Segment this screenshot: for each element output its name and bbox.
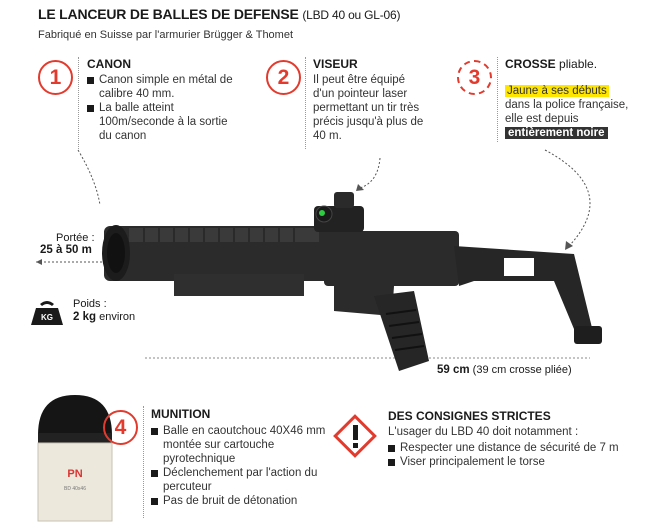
receiver [324, 231, 459, 286]
cartridge-case [37, 442, 113, 522]
canon-bullet: La balle atteint 100m/seconde à la sorti… [87, 101, 237, 143]
arrow-canon [77, 149, 101, 206]
consignes-intro: L'usager du LBD 40 doit notamment : [388, 426, 579, 438]
divider [143, 406, 144, 518]
viseur-text: Il peut être équipé d'un pointeur laser … [313, 74, 424, 142]
divider [305, 57, 306, 149]
number-badge-3: 3 [457, 60, 492, 95]
weight-icon: KG [31, 301, 63, 325]
warning-icon [333, 414, 377, 458]
canon-bullet: Canon simple en métal de calibre 40 mm. [87, 73, 237, 101]
divider [497, 57, 498, 142]
munition-bullet: Déclenchement par l'action du percuteur [151, 466, 333, 494]
consignes-bullets: Respecter une distance de sécurité de 7 … [388, 441, 658, 469]
munition-bullet: Balle en caoutchouc 40X46 mm montée sur … [151, 424, 333, 466]
cartridge-image: PN BD 40x46 [37, 395, 113, 522]
folding-stock [454, 246, 594, 341]
arrow-head [565, 241, 573, 250]
crosse-dark-label: entièrement noire [505, 127, 608, 139]
consignes-heading: DES CONSIGNES STRICTES [388, 409, 551, 423]
top-rail [129, 228, 319, 242]
poids-label: Poids : [73, 298, 107, 310]
number-badge-1: 1 [38, 60, 73, 95]
page-title-suffix: (LBD 40 ou GL-06) [302, 8, 401, 22]
crosse-heading-suffix: pliable. [559, 57, 598, 71]
length-note: (39 cm crosse pliée) [472, 364, 572, 376]
arrow-head [36, 259, 42, 265]
number-badge-2: 2 [266, 60, 301, 95]
crosse-heading: CROSSE pliable. [505, 57, 598, 71]
laser-dot-icon [319, 210, 325, 216]
page-title: LE LANCEUR DE BALLES DE DEFENSE (LBD 40 … [38, 6, 401, 22]
munition-bullet: Pas de bruit de détonation [151, 494, 333, 508]
munition-bullets: Balle en caoutchouc 40X46 mm montée sur … [151, 424, 333, 508]
consignes-bullet: Viser principalement le torse [388, 455, 658, 469]
kg-badge: KG [41, 313, 53, 322]
divider [78, 57, 79, 149]
arrow-head [356, 184, 364, 191]
canon-bullets: Canon simple en métal de calibre 40 mm. … [87, 73, 237, 143]
arrow-crosse [544, 149, 591, 246]
pistol-grip [374, 291, 429, 371]
portee-value: 25 à 50 m [40, 244, 92, 256]
viseur-heading: VISEUR [313, 57, 358, 71]
page-subtitle: Fabriqué en Suisse par l'armurier Brügge… [38, 29, 294, 41]
poids-suffix: environ [99, 311, 136, 323]
munition-heading: MUNITION [151, 407, 211, 421]
poids-value: 2 kg environ [73, 311, 136, 323]
butt-plate [574, 326, 602, 344]
rubber-bullet [38, 395, 112, 435]
lbd40-launcher-image [102, 192, 602, 371]
cartridge-sublabel: BD 40x46 [64, 486, 86, 492]
consignes-bullet: Respecter une distance de sécurité de 7 … [388, 441, 658, 455]
length-value: 59 cm (39 cm crosse pliée) [437, 364, 572, 376]
number-badge-4: 4 [103, 410, 138, 445]
crosse-text-block: Jaune à ses débuts dans la police frança… [505, 84, 637, 140]
arrow-viseur [359, 157, 381, 189]
cartridge-label: PN [67, 468, 82, 480]
portee-label: Portée : [56, 232, 95, 244]
canon-heading: CANON [87, 57, 131, 71]
crosse-highlight: Jaune à ses débuts [505, 85, 609, 97]
lower-rail [174, 274, 304, 296]
crosse-text: dans la police française, elle est depui… [505, 99, 629, 125]
